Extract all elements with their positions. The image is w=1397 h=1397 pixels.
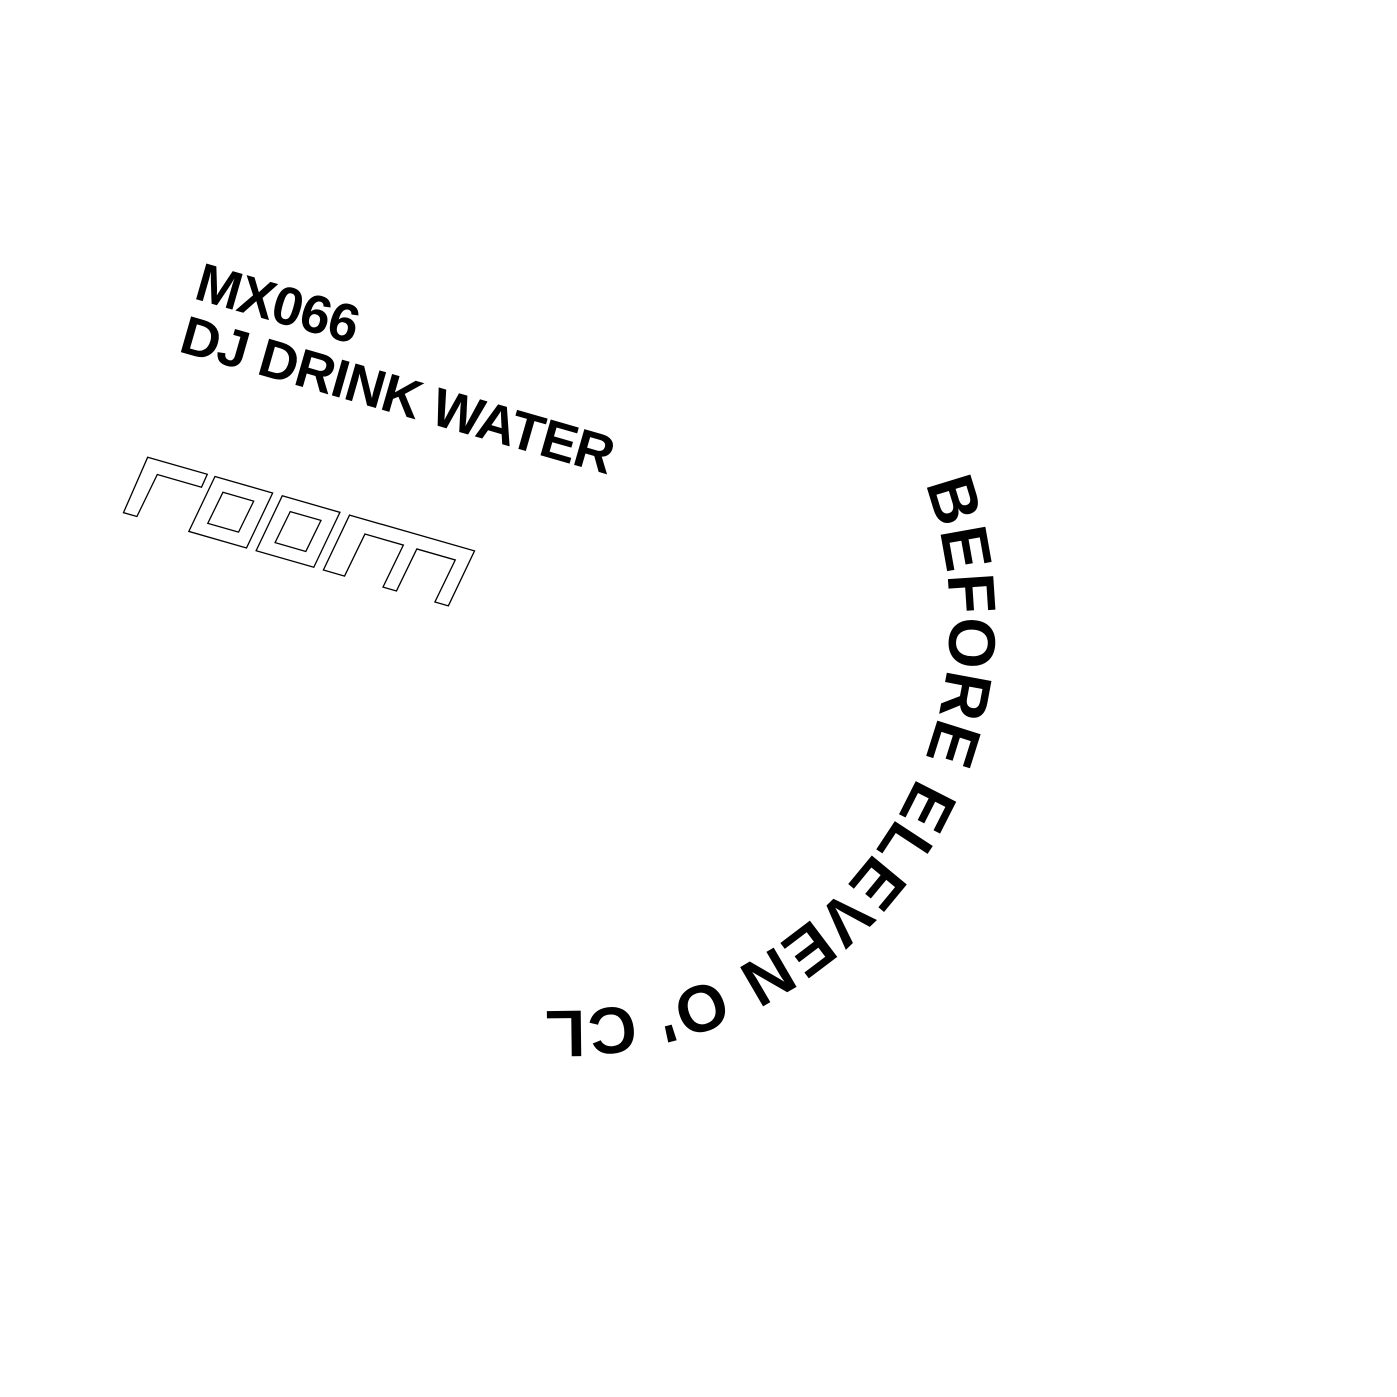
release-title: BEFORE ELEVEN O' CLOCK: [0, 0, 1010, 1071]
